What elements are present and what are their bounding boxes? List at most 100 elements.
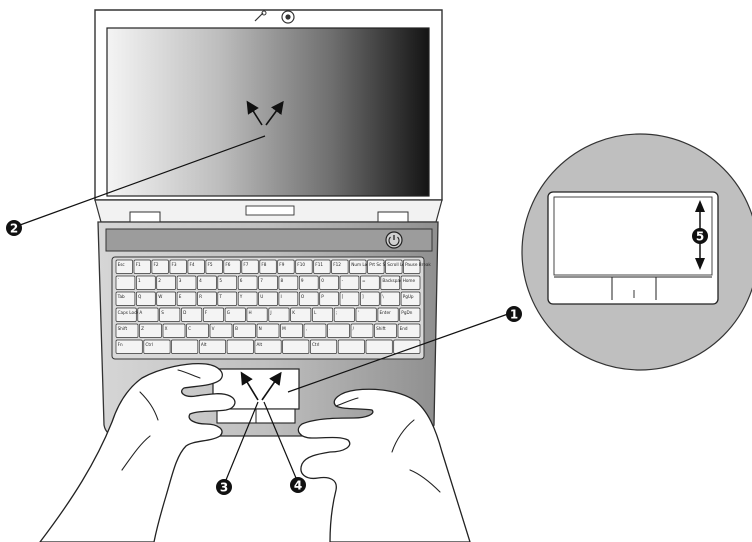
keyboard-key: F8 (260, 260, 277, 274)
keyboard-key-label: 6 (240, 278, 243, 283)
keyboard-key: P (320, 292, 339, 306)
keyboard-key: ; (334, 308, 354, 322)
keyboard-key-label: K (292, 310, 295, 315)
keyboard-key-label: I (281, 294, 282, 299)
keyboard-key (338, 340, 364, 354)
keyboard-key: Shift (375, 324, 397, 338)
keyboard-key-label: A (139, 310, 142, 315)
keyboard-key: , (304, 324, 326, 338)
keyboard-key-label: J (269, 310, 271, 315)
callout-3: 3 (216, 479, 232, 495)
keyboard-key: 9 (299, 276, 318, 290)
keyboard-key-label: W (158, 294, 162, 299)
keyboard-key: ` (116, 276, 135, 290)
keyboard-key-label: 1 (138, 278, 141, 283)
callout-4-label: 4 (294, 479, 302, 493)
keyboard-key: F7 (242, 260, 258, 274)
keyboard-key: Tab (116, 292, 135, 306)
keyboard-key-label: F11 (315, 262, 323, 267)
keyboard-key: Home (401, 276, 420, 290)
keyboard-key: Alt (255, 340, 281, 354)
keyboard-key: C (187, 324, 209, 338)
keyboard-key-label: G (227, 310, 230, 315)
keyboard-key-label: 8 (281, 278, 284, 283)
keyboard-key: K (291, 308, 311, 322)
keyboard-key-label: 5 (219, 278, 222, 283)
keyboard-key: F6 (224, 260, 241, 274)
keyboard-key-label: V (212, 326, 215, 331)
keyboard-key-label: F9 (279, 262, 284, 267)
keyboard-key: Z (140, 324, 162, 338)
keyboard-key: H (247, 308, 267, 322)
keyboard-key (172, 340, 198, 354)
keyboard-key: D (182, 308, 202, 322)
keyboard-key-label: F7 (243, 262, 248, 267)
keyboard-key: 6 (238, 276, 257, 290)
keyboard-key-label: C (188, 326, 191, 331)
keyboard-key-label: F2 (154, 262, 159, 267)
keyboard-key: ] (360, 292, 379, 306)
keyboard-key: End (398, 324, 420, 338)
keyboard-key: 5 (218, 276, 237, 290)
callout-1: 1 (506, 306, 522, 322)
keyboard-key-label: Z (141, 326, 144, 331)
keyboard-key: Esc (116, 260, 133, 274)
callout-4: 4 (290, 477, 306, 493)
keyboard-key-label: ' (358, 310, 359, 315)
keyboard-key: Enter (378, 308, 398, 322)
keyboard-key: \ (381, 292, 400, 306)
keyboard-key: F2 (152, 260, 169, 274)
keyboard-key: ' (356, 308, 376, 322)
keyboard-key-label: F10 (297, 262, 305, 267)
keyboard-key-label: End (400, 326, 408, 331)
keyboard-key-label: F3 (172, 262, 177, 267)
keyboard-key: F5 (206, 260, 223, 274)
keyboard-key: E (177, 292, 196, 306)
keyboard-key: PgUp (401, 292, 420, 306)
keyboard-key: Y (238, 292, 257, 306)
keyboard-key-label: Fn (118, 342, 123, 347)
keyboard-key-label: F4 (190, 262, 195, 267)
keyboard-key: Fn (116, 340, 142, 354)
keyboard-key-label: 7 (260, 278, 263, 283)
keyboard-key: X (163, 324, 185, 338)
keyboard-key: Alt (199, 340, 225, 354)
keyboard-key: Caps Lock (116, 308, 139, 322)
keyboard-key: PgDn (400, 308, 420, 322)
keyboard-key: F4 (188, 260, 205, 274)
keyboard-key-label: B (235, 326, 238, 331)
keyboard-key-label: Enter (380, 310, 392, 315)
keyboard-key: F9 (278, 260, 295, 274)
callout-5: 5 (692, 228, 708, 244)
keyboard-key: O (299, 292, 318, 306)
callout-3-label: 3 (220, 481, 228, 495)
keyboard-key-label: PgUp (403, 294, 414, 299)
keyboard-key: A (138, 308, 158, 322)
keyboard-key-label: U (260, 294, 263, 299)
keyboard-key-label: Caps Lock (118, 310, 140, 315)
keyboard-key-label: S (161, 310, 164, 315)
keyboard-key: 1 (136, 276, 155, 290)
keyboard-key: 2 (157, 276, 176, 290)
keyboard-key: [ (340, 292, 359, 306)
keyboard-key-label: PgDn (401, 310, 412, 315)
keyboard-key-label: M (282, 326, 286, 331)
keyboard-key-label: . (329, 326, 330, 331)
keyboard-key-label: Shift (118, 326, 128, 331)
keyboard-key-label: Y (239, 294, 243, 299)
keyboard-key-label: 2 (158, 278, 161, 283)
keyboard-key-label: ; (336, 310, 337, 315)
keyboard-key-label: ` (118, 278, 120, 283)
keyboard-key-label: T (218, 294, 222, 299)
power-button (386, 232, 402, 248)
laptop-lid (95, 10, 442, 200)
keyboard-key: L (312, 308, 332, 322)
keyboard-key: - (340, 276, 359, 290)
keyboard-key-label: F12 (333, 262, 341, 267)
touchpad-zoom-inset (522, 134, 752, 370)
keyboard-key: T (218, 292, 237, 306)
keyboard-key: 4 (198, 276, 217, 290)
keyboard-key: M (281, 324, 303, 338)
keyboard-key-label: Esc (118, 262, 126, 267)
